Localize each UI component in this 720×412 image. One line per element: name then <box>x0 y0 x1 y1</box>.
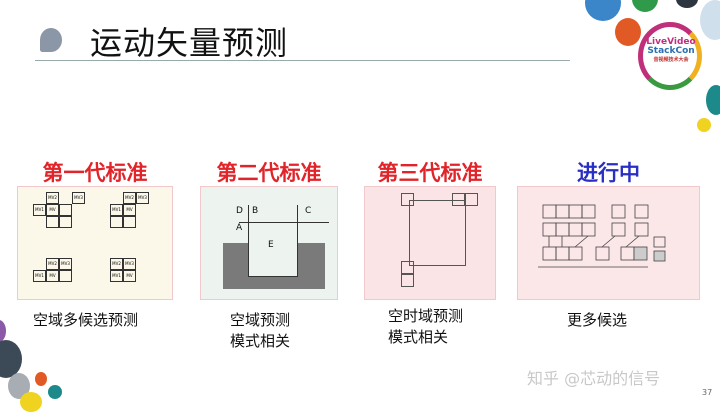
candidate-list-diagram <box>538 204 666 268</box>
cell-mv: MV <box>123 270 136 282</box>
label-a: A <box>236 223 243 233</box>
decor-dot <box>48 385 62 399</box>
cell-mv3: MV3 <box>72 192 85 204</box>
cell-mv1: MV1 <box>33 204 46 216</box>
decor-dot <box>676 0 698 8</box>
cell-mv3: MV3 <box>59 258 72 270</box>
caption-line: 模式相关 <box>230 332 291 350</box>
cell-mv2: MV2 <box>123 192 136 204</box>
cell <box>59 204 72 216</box>
cell-mv1: MV1 <box>110 270 123 282</box>
panel-gen3-diagram <box>364 186 496 300</box>
label-d: D <box>236 206 243 216</box>
decor-dot <box>706 85 720 115</box>
logo-text: StackCon <box>647 46 695 56</box>
cell-mv3: MV3 <box>136 192 149 204</box>
slide-title: 运动矢量预测 <box>90 24 289 62</box>
cell-mv2: MV2 <box>46 192 59 204</box>
column-caption: 空域预测 模式相关 <box>230 310 290 352</box>
panel-gen1-diagram: MV2 MV3 MV1 MV MV2 MV3 MV1 MV MV2 MV3 MV… <box>17 186 173 300</box>
decor-dot <box>615 18 641 46</box>
logo-text: LiveVideo <box>646 37 696 47</box>
candidate-box <box>401 274 414 287</box>
decor-dot <box>35 372 47 386</box>
page-number: 37 <box>702 388 713 397</box>
column-heading: 进行中 <box>577 161 640 185</box>
label-e: E <box>268 240 274 250</box>
cell-mv: MV <box>46 204 59 216</box>
candidate-box <box>452 193 465 206</box>
current-block <box>248 205 298 277</box>
title-divider <box>35 60 570 61</box>
cell-mv1: MV1 <box>33 270 46 282</box>
caption-line: 更多候选 <box>567 311 628 329</box>
watermark: 知乎 @芯动的信号 <box>527 369 661 388</box>
caption-line: 模式相关 <box>388 328 449 346</box>
column-heading: 第二代标准 <box>216 161 322 185</box>
caption-line: 空域预测 <box>230 311 291 329</box>
cell <box>59 216 72 228</box>
cell <box>110 216 123 228</box>
label-b: B <box>252 206 259 216</box>
cell-mv2: MV2 <box>110 258 123 270</box>
block-outline <box>409 200 466 266</box>
logo-ring <box>638 22 702 90</box>
cell-mv: MV <box>46 270 59 282</box>
decor-dot <box>700 0 720 40</box>
label-c: C <box>305 206 312 216</box>
caption-line: 空时域预测 <box>388 307 464 325</box>
decor-dot <box>20 392 42 412</box>
cell-mv2: MV2 <box>46 258 59 270</box>
candidate-box <box>465 193 478 206</box>
cell <box>123 216 136 228</box>
column-caption: 更多候选 <box>567 310 627 331</box>
logo: LiveVideo StackCon 音视频技术大会 <box>645 38 697 65</box>
candidate-box <box>401 261 414 274</box>
caption-line: 空域多候选预测 <box>33 311 139 329</box>
decor-dot <box>585 0 621 21</box>
column-heading: 第三代标准 <box>377 161 483 185</box>
logo-text: 音视频技术大会 <box>653 57 689 63</box>
column-caption: 空时域预测 模式相关 <box>388 306 463 348</box>
cell <box>46 216 59 228</box>
cell-mv: MV <box>123 204 136 216</box>
divider-line <box>239 222 329 223</box>
candidate-box <box>401 193 414 206</box>
cell-mv1: MV1 <box>110 204 123 216</box>
decor-dot <box>632 0 658 12</box>
title-bullet-icon <box>40 28 62 52</box>
decor-dot <box>0 320 6 342</box>
column-caption: 空域多候选预测 <box>33 310 138 331</box>
decor-dot <box>0 340 22 378</box>
cell-mv3: MV3 <box>123 258 136 270</box>
panel-inprogress-diagram <box>517 186 700 300</box>
column-heading: 第一代标准 <box>42 161 148 185</box>
cell <box>59 270 72 282</box>
decor-dot <box>697 118 711 132</box>
panel-gen2-diagram: D B C A E <box>200 186 338 300</box>
